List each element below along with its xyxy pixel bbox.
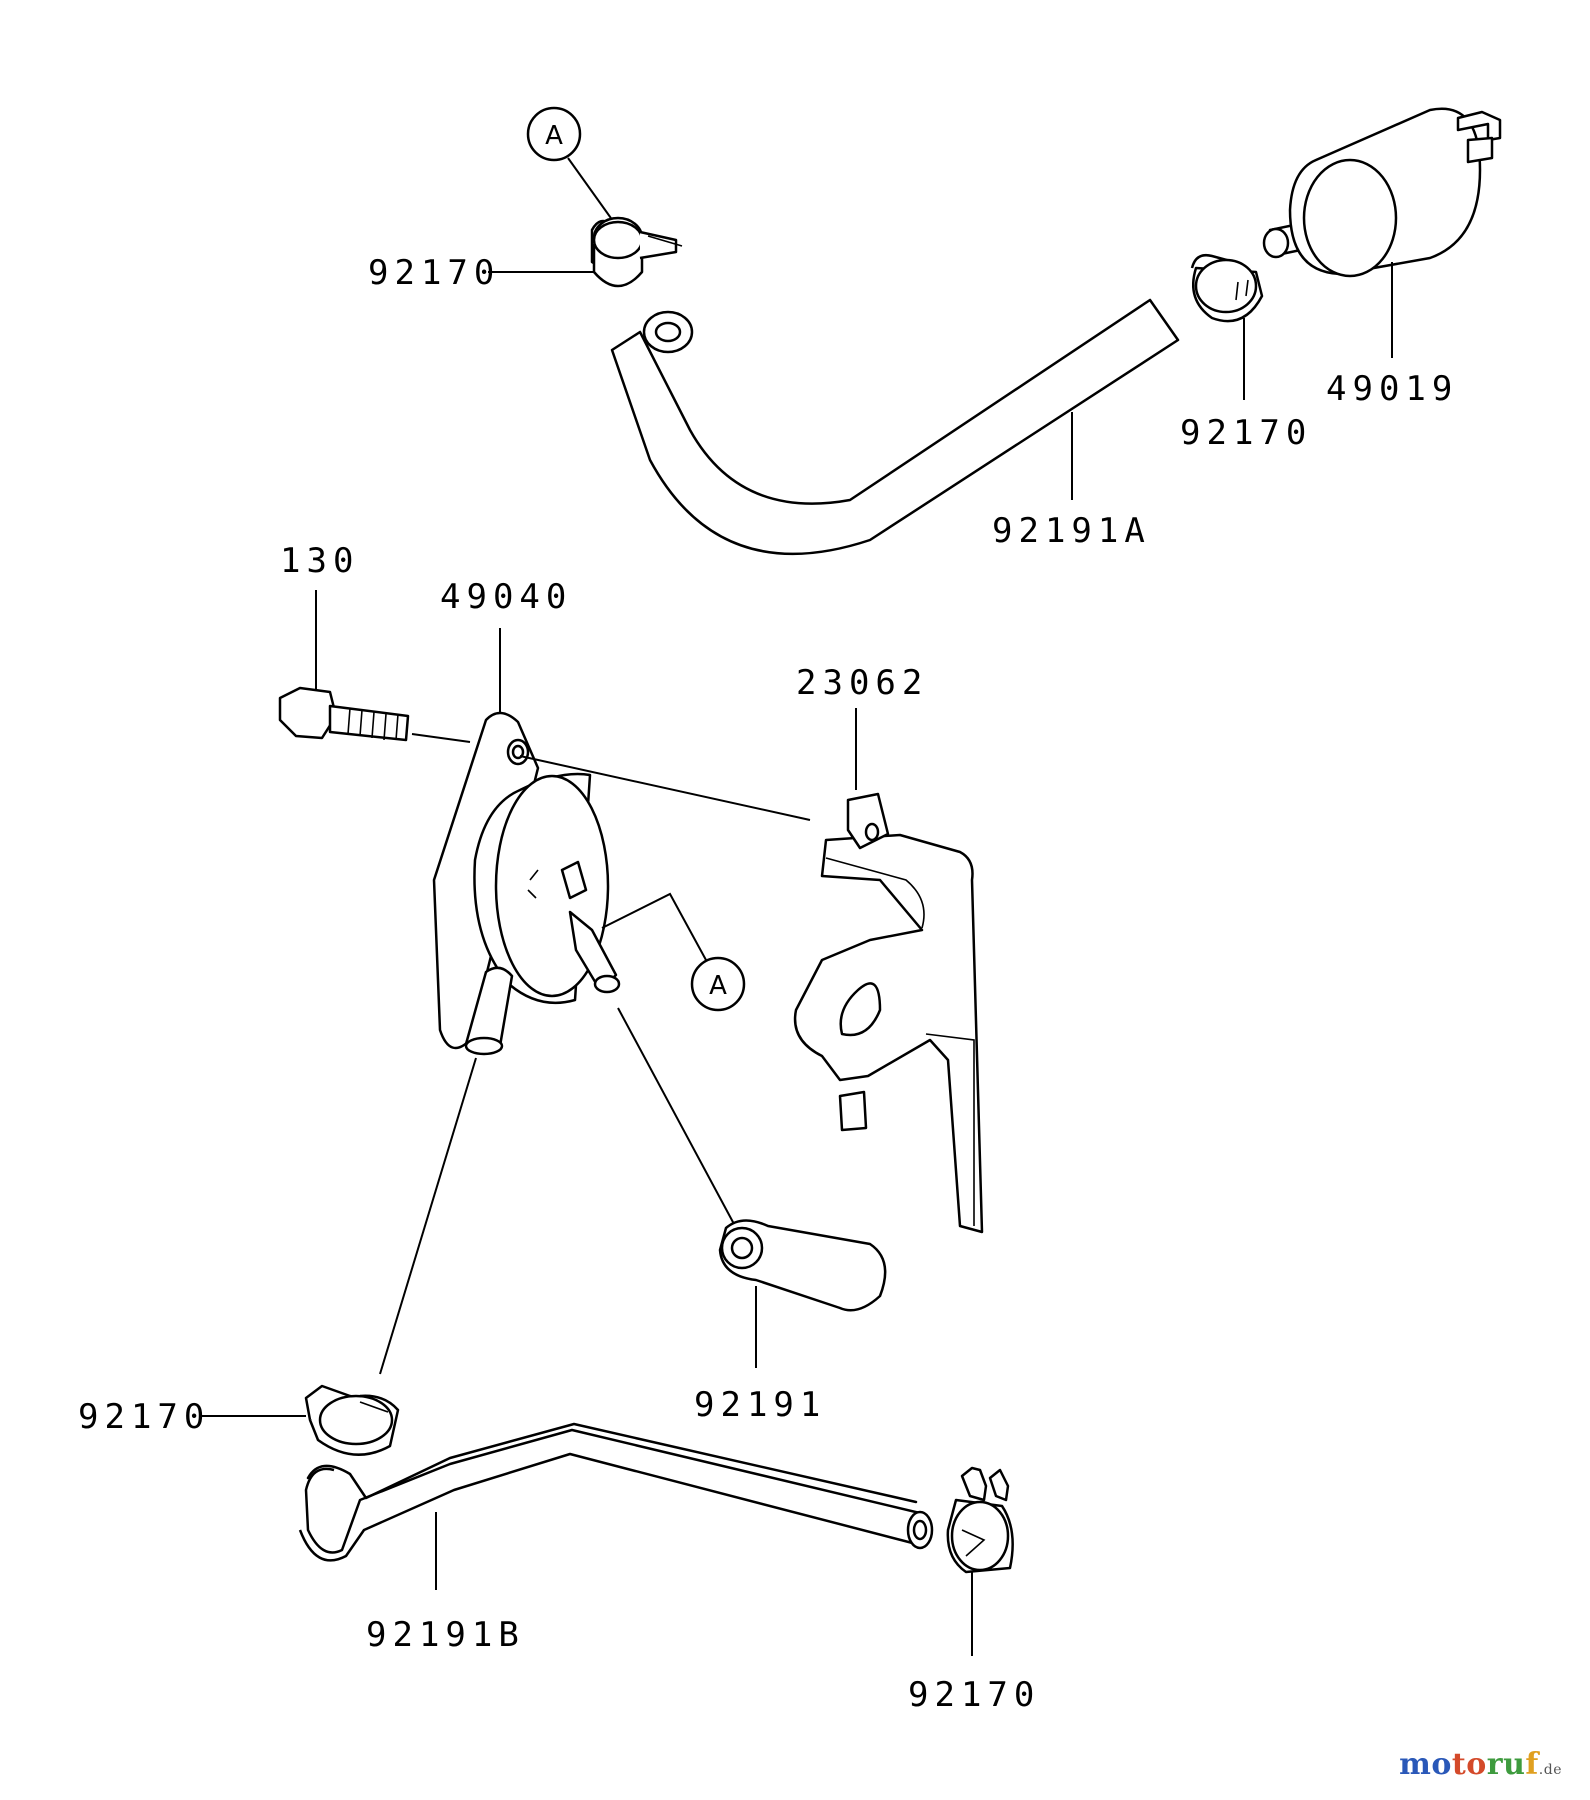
label-clip-top-left: 92170	[368, 253, 500, 293]
flange-bolt[interactable]	[278, 686, 410, 742]
label-clip-top-right: 92170	[1180, 413, 1312, 453]
hose-clip-lower-left[interactable]	[304, 1384, 400, 1456]
hose-92191b[interactable]	[298, 1422, 934, 1562]
label-fuel-filter: 49019	[1326, 369, 1458, 409]
label-clip-lower-right: 92170	[908, 1675, 1040, 1715]
callout-a-top-letter: A	[545, 121, 563, 151]
fuel-filter[interactable]	[1262, 107, 1502, 278]
mounting-bracket[interactable]	[793, 833, 984, 1234]
label-hose-92191: 92191	[694, 1385, 826, 1425]
label-fuel-pump: 49040	[440, 577, 572, 617]
label-nut: 23062	[796, 663, 928, 703]
label-clip-lower-left: 92170	[78, 1397, 210, 1437]
callout-a-pump-letter: A	[709, 971, 727, 1001]
hose-92191a[interactable]	[610, 298, 1180, 556]
callout-a-pump: A	[601, 892, 746, 1012]
pump-to-bracket-axis	[519, 755, 811, 821]
watermark-logo: motoruf.de	[1399, 1747, 1562, 1782]
bolt-axis-line	[411, 733, 471, 743]
hose-clip-lower-right[interactable]	[946, 1466, 1014, 1574]
label-bolt: 130	[280, 541, 359, 581]
hose-clip-top-right[interactable]	[1190, 254, 1264, 323]
hose-clip-top-left[interactable]	[590, 216, 683, 288]
nut[interactable]	[846, 792, 890, 850]
label-hose-92191a: 92191A	[992, 511, 1151, 551]
hose-92191[interactable]	[718, 1219, 887, 1312]
fuel-pump[interactable]	[432, 711, 621, 1056]
pump-to-hose-axis	[617, 1007, 735, 1225]
label-hose-92191b: 92191B	[366, 1615, 525, 1655]
pump-to-clip-axis	[379, 1057, 477, 1375]
